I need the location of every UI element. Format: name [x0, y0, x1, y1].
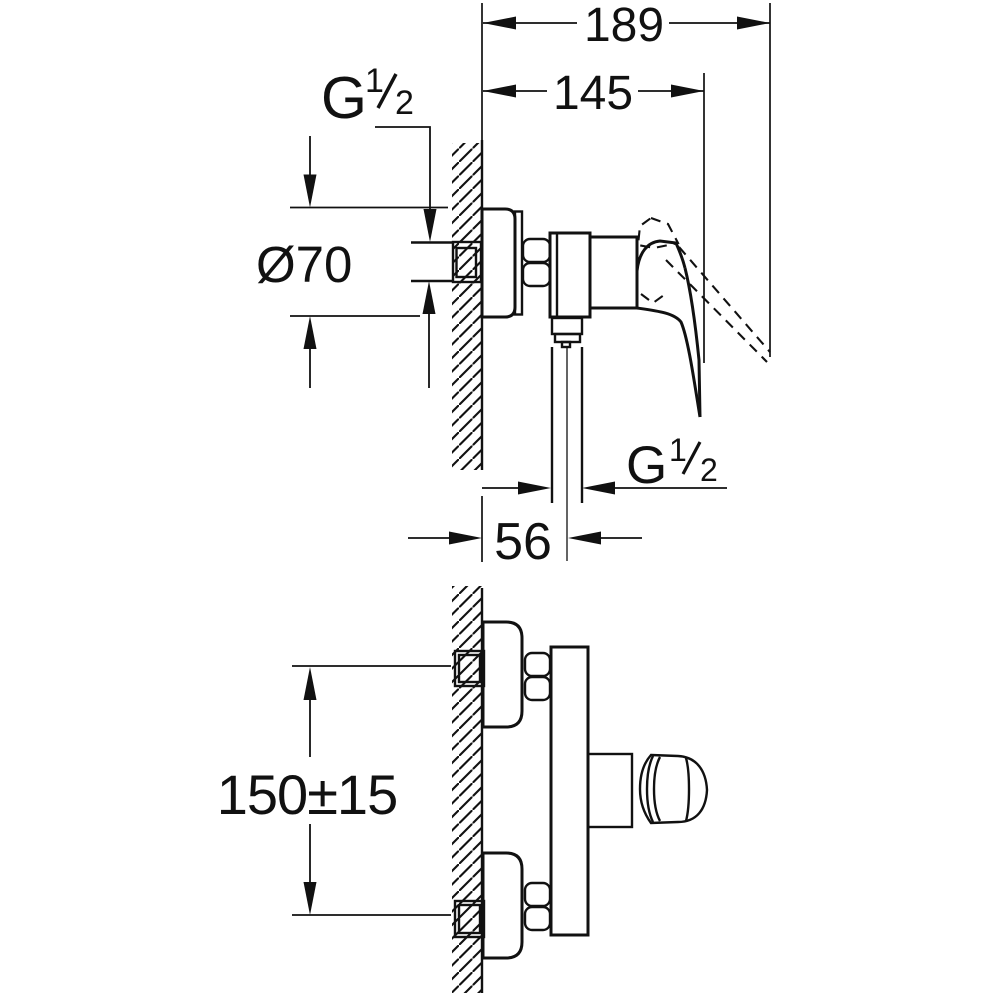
handle-lever-dashed-outer — [678, 246, 771, 353]
union-nuts-front — [523, 651, 552, 932]
leader-line — [375, 126, 431, 212]
arrowhead-left — [483, 84, 516, 98]
arrowhead-right — [671, 84, 704, 98]
dimension-145: 145 — [483, 67, 705, 363]
dim-56-label: 56 — [494, 513, 552, 571]
handle-lever-inner — [636, 306, 702, 418]
escutcheon-face — [513, 210, 524, 316]
arrowhead-up — [303, 667, 317, 700]
dimension-189: 189 — [483, 0, 771, 357]
arrowhead-down — [303, 882, 317, 915]
nut-facet-top — [521, 237, 552, 264]
inlet-thread-numerator: 1 — [365, 62, 384, 100]
dimension-150: 150±15 — [217, 665, 451, 916]
fraction-slash — [376, 73, 398, 109]
handle-hidden-edge-dashed — [640, 293, 665, 305]
wall-hatching — [452, 143, 482, 470]
front-view: 150±15 — [217, 586, 709, 993]
outlet-boss — [550, 316, 584, 336]
outlet-collar — [553, 332, 582, 344]
outlet-thread-prefix: G — [626, 436, 667, 495]
handle-lever-outer — [683, 267, 702, 418]
arrowhead-left — [568, 531, 601, 545]
nut-facet-bottom — [521, 261, 552, 288]
handle-lever-dashed-inner — [665, 259, 768, 363]
escutcheon-body — [480, 207, 517, 319]
inwall-fitting-inner — [455, 246, 478, 279]
body-block-rear — [588, 235, 639, 310]
arrowhead-left — [483, 16, 516, 30]
side-view: 189 145 G 1 2 — [256, 0, 771, 571]
lower-fitting-inner — [457, 903, 482, 935]
inlet-thread-prefix: G — [321, 65, 367, 131]
escutcheon-side — [480, 207, 524, 319]
arrowhead-up — [303, 316, 317, 349]
outlet-nub — [560, 340, 572, 349]
lever-handle-side — [635, 239, 702, 418]
arrowhead-right — [737, 16, 770, 30]
dimension-dia70: Ø70 — [256, 136, 448, 388]
dia-70-label: Ø70 — [256, 236, 352, 293]
handle-cap-dashed — [636, 216, 680, 250]
knob-face-line — [684, 757, 691, 822]
handle-front — [586, 752, 709, 829]
cartridge-housing — [586, 752, 634, 829]
upper-fitting-inner — [457, 653, 482, 684]
lower-escutcheon — [481, 851, 524, 960]
lever-handle-open-position — [636, 216, 771, 363]
arrowhead-up — [422, 281, 436, 314]
lower-nut-facet-bottom — [523, 905, 552, 932]
dim-145-label: 145 — [553, 67, 633, 120]
dim-150-label: 150±15 — [217, 763, 397, 826]
dimension-outlet-thread: G 1 2 — [482, 432, 727, 495]
arrowhead-right — [449, 531, 482, 545]
outlet-pipe-side — [550, 347, 584, 561]
arrowhead-right — [518, 481, 551, 495]
dimension-56: 56 — [408, 513, 642, 571]
arrowhead-left — [582, 481, 615, 495]
upper-escutcheon — [481, 620, 524, 729]
escutcheons-front — [481, 620, 524, 960]
arrowhead-down — [423, 209, 437, 242]
handle-cap — [635, 239, 687, 272]
upper-nut-facet-bottom — [523, 675, 552, 702]
inlet-thread-denominator: 2 — [395, 84, 414, 122]
union-nut-side — [521, 237, 552, 288]
body-plate-front — [549, 645, 590, 937]
knob-ring-outer — [645, 755, 655, 823]
upper-nut-facet-top — [523, 651, 552, 678]
dim-189-label: 189 — [584, 0, 664, 52]
valve-body-side — [548, 231, 639, 349]
arrowhead-down — [303, 174, 317, 208]
outlet-thread-denominator: 2 — [700, 452, 718, 488]
knob-outline — [638, 753, 709, 825]
label-inlet-thread: G 1 2 — [321, 62, 437, 388]
lower-nut-facet-top — [523, 881, 552, 908]
fraction-slash — [681, 441, 702, 475]
knob-ring-inner — [652, 756, 662, 822]
outlet-thread-numerator: 1 — [669, 432, 687, 468]
